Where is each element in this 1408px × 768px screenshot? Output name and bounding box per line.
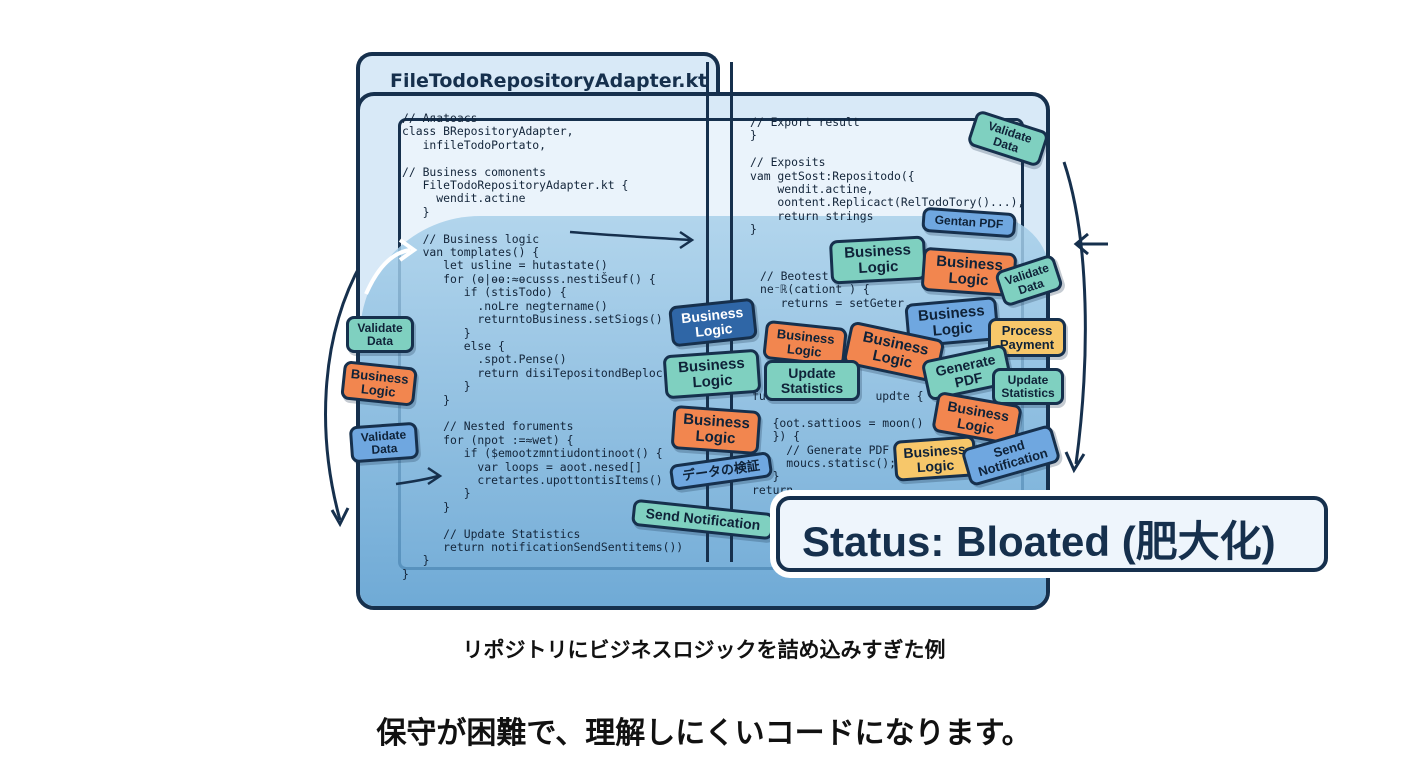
tag-business-logic: Business Logic [340,360,418,408]
status-badge: Status: Bloated (肥大化) [776,496,1328,572]
subtitle-caption: リポジトリにビジネスロジックを詰め込みすぎた例 [462,638,946,662]
code-block-left: // Aяatoacs class BRepositoryAdapter, in… [402,111,684,581]
code-block-right-middle: // Beotest ne⁻ℝ(cationt ) { returns = se… [760,269,911,310]
tag-process-payment: Process Payment [988,318,1066,358]
main-caption: 保守が困難で、理解しにくいコードになります。 [376,716,1032,751]
tag-validate-data: Validate Data [346,316,414,354]
tag-business-logic: Business Logic [662,348,762,399]
tag-update-statistics: Update Statistics [764,360,860,402]
tag-validate-data: Validate Data [348,421,420,464]
code-block-right-bottom: fu updte { {oot.sattioos = moon() }) { /… [752,389,924,497]
tag-business-logic: Business Logic [670,404,762,455]
status-label: Status: Bloated (肥大化) [802,518,1276,565]
file-title: FileTodoRepositoryAdapter.kt [390,70,708,92]
code-block-right-top: // Export result } // Exposits vam getSo… [750,115,1025,237]
tag-business-logic: Business Logic [828,235,928,284]
tag-update-statistics: Update Statistics [992,368,1064,406]
